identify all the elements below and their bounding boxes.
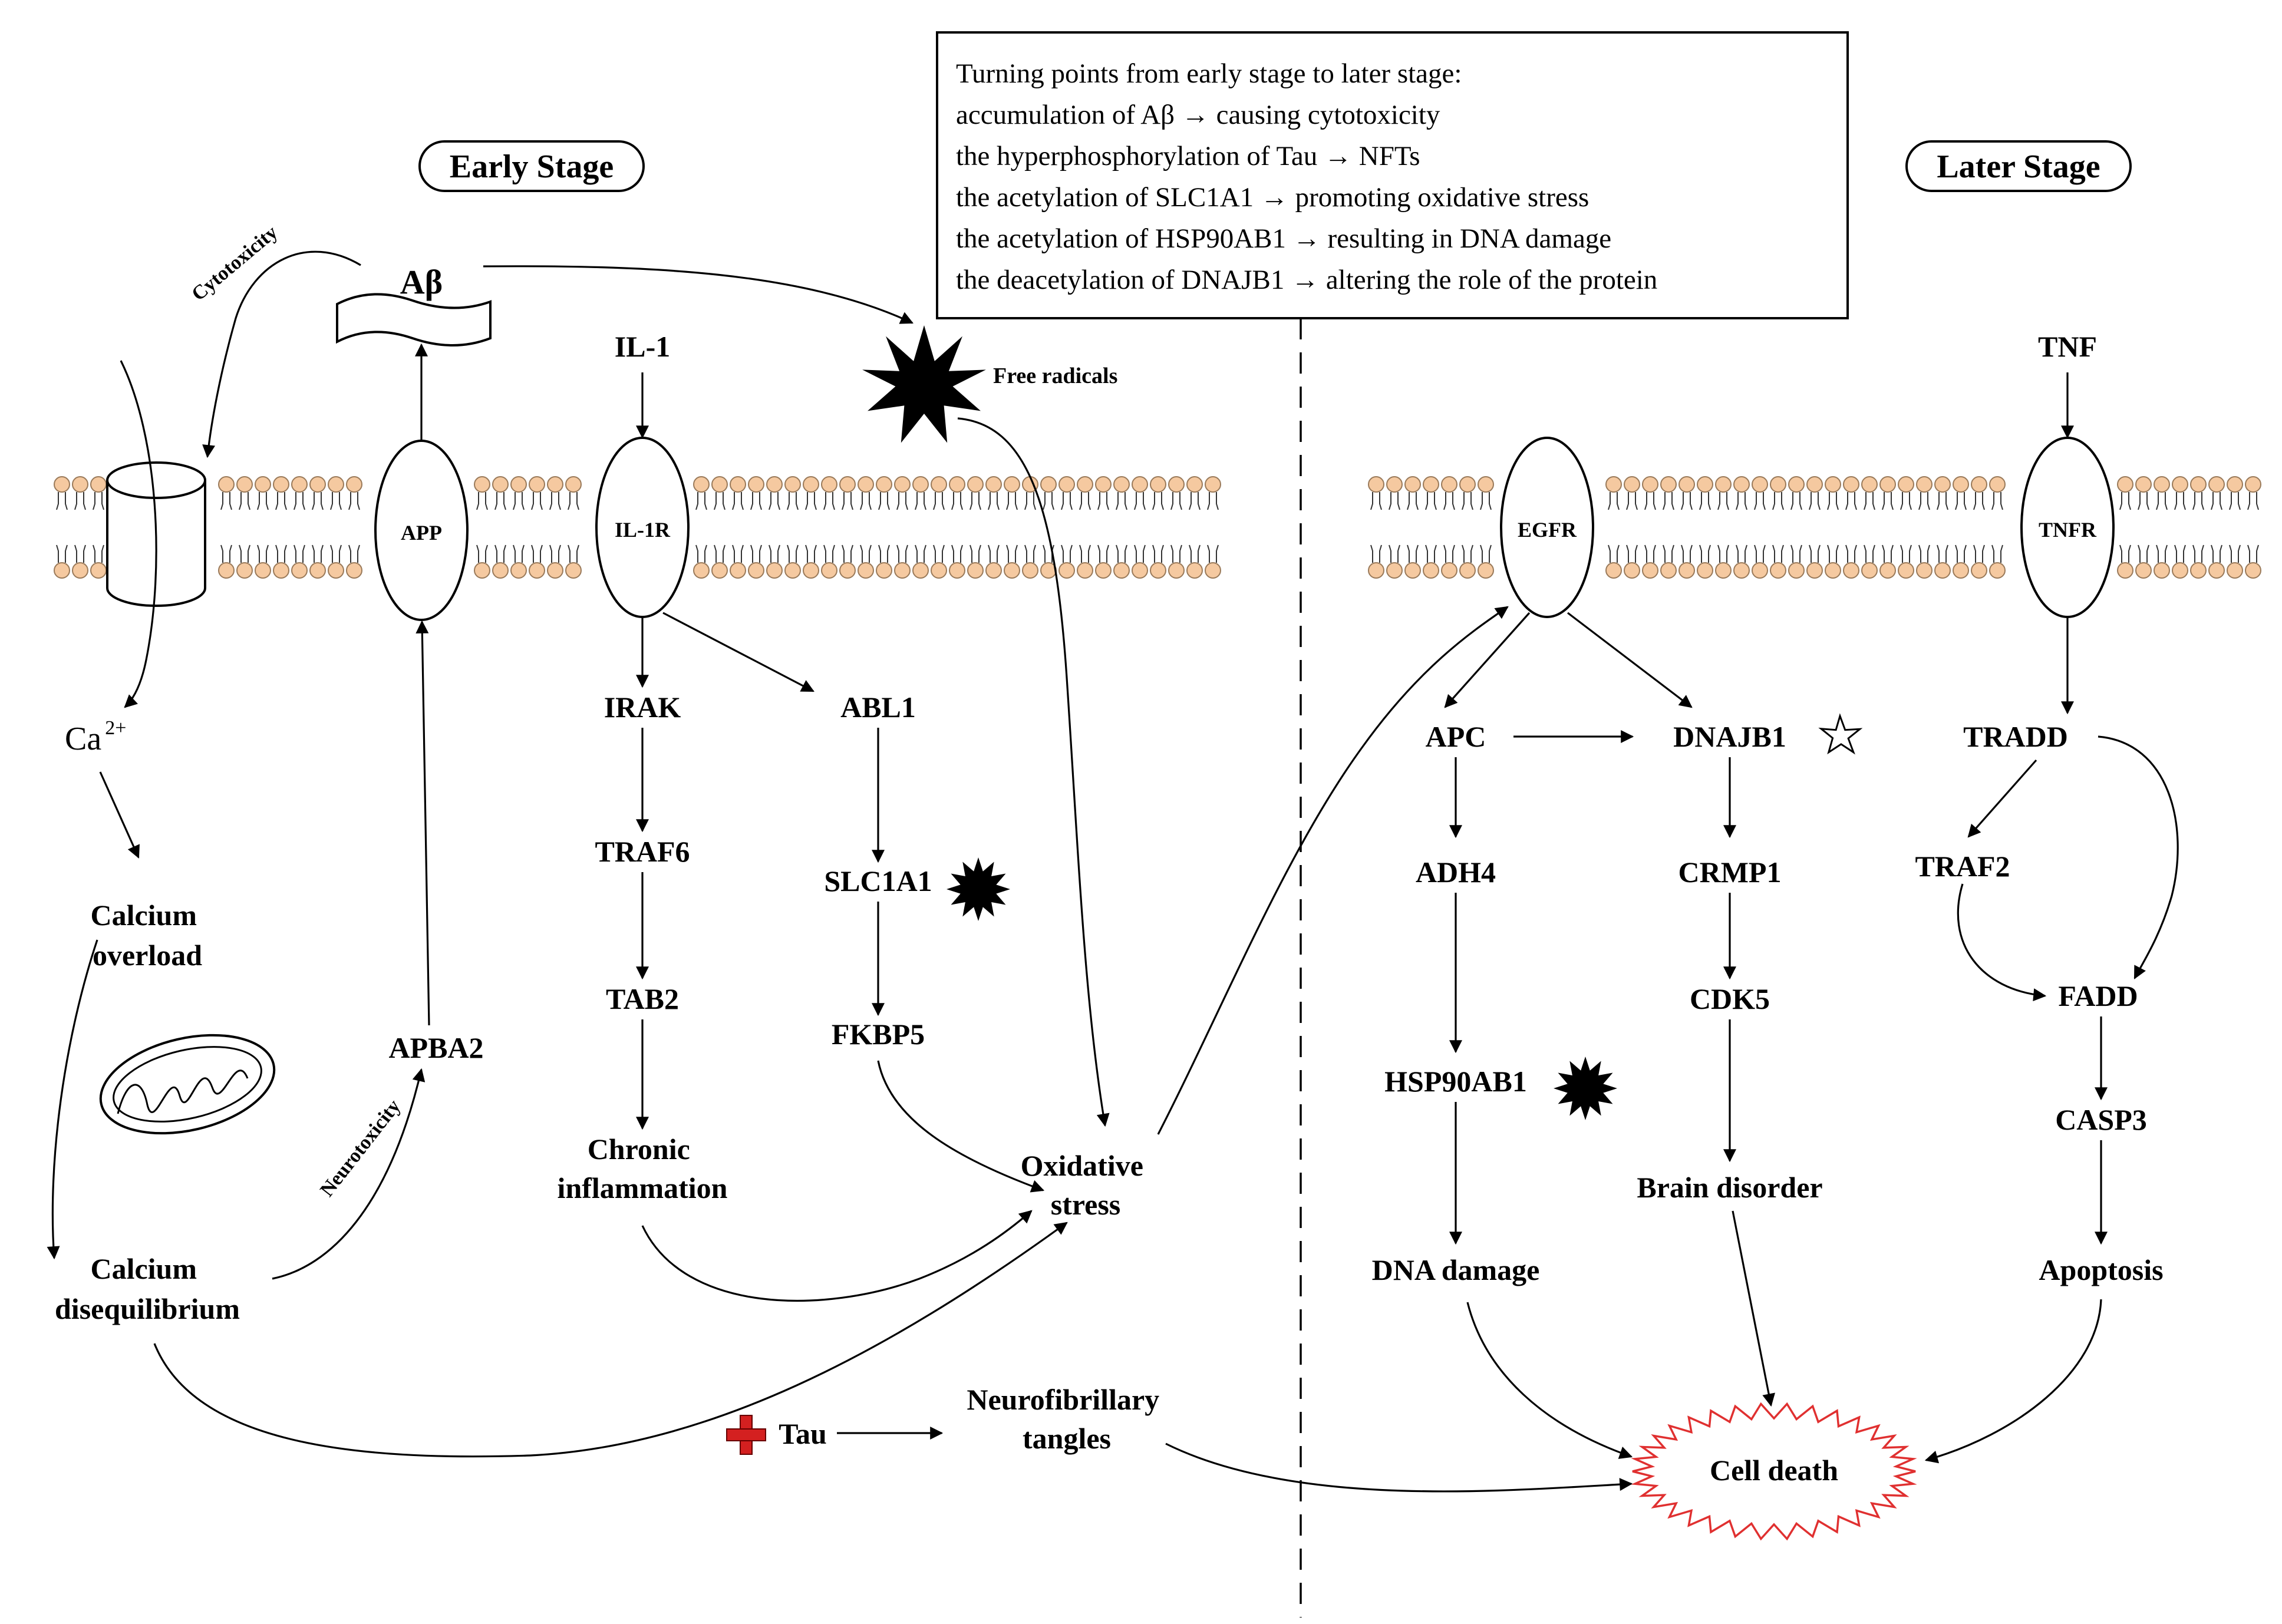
il1r-label: IL-1R — [615, 518, 671, 542]
apba2-node: APBA2 — [388, 1031, 483, 1064]
fkbp5-node: FKBP5 — [832, 1018, 925, 1051]
arrow-apoptosis-to-cell-death — [1924, 1299, 2102, 1464]
turning-point-tau: the hyperphosphorylation of Tau → NFTs — [956, 141, 1420, 171]
tau-node: Tau — [779, 1417, 827, 1450]
arrow-calcium-to-overload — [99, 771, 140, 859]
turning-points-box: Turning points from early stage to later… — [936, 31, 1849, 319]
dna-damage-node: DNA damage — [1372, 1253, 1540, 1286]
slc1a1-node: SLC1A1 — [824, 864, 932, 897]
arrow-disequilibrium-to-oxidative-stress — [153, 1222, 1068, 1458]
arrows — [47, 250, 2179, 1493]
turning-point-hsp90ab1: the acetylation of HSP90AB1 → resulting … — [956, 223, 1611, 254]
abeta-flag-icon — [336, 293, 492, 346]
neurotoxicity-label: Neurotoxicity — [316, 1095, 405, 1201]
arrow-egfr-to-apc — [1444, 612, 1531, 708]
arrow-fkbp5-to-oxidative-stress — [877, 1060, 1045, 1193]
arrow-apba2-to-app — [415, 620, 430, 1026]
app-receptor: APP — [374, 440, 469, 621]
cell-death-burst-icon — [1631, 1402, 1917, 1541]
hsp90ab1-node: HSP90AB1 — [1384, 1065, 1527, 1098]
cdk5-node: CDK5 — [1690, 982, 1770, 1015]
dnajb1-node: DNAJB1 — [1673, 720, 1786, 753]
il1r-receptor: IL-1R — [595, 437, 690, 618]
tnfr-receptor: TNFR — [2020, 437, 2115, 618]
arrow-nft-to-cell-death — [1165, 1443, 1633, 1493]
turning-point-slc1a1: the acetylation of SLC1A1 → promoting ox… — [956, 182, 1589, 213]
turning-points-title: Turning points from early stage to later… — [956, 58, 1462, 89]
arrow-traf2-to-fadd — [1957, 883, 2047, 1002]
tnf-label: TNF — [2038, 330, 2097, 363]
chronic-inflammation-node: Chronic inflammation — [558, 1133, 728, 1204]
arrow-oxidative-stress-to-egfr — [1157, 606, 1509, 1135]
arrow-overload-to-disequilibrium — [47, 939, 98, 1260]
oxidative-stress-node: Oxidative stress — [1021, 1149, 1151, 1221]
cytotoxicity-label: Cytotoxicity — [187, 222, 282, 305]
arrow-disequilibrium-to-apba2 — [272, 1068, 426, 1280]
cell-membrane-right — [1368, 476, 2261, 579]
apoptosis-node: Apoptosis — [2039, 1253, 2163, 1286]
egfr-receptor: EGFR — [1500, 437, 1594, 618]
il1-label: IL-1 — [615, 330, 670, 363]
tnfr-label: TNFR — [2039, 518, 2097, 542]
neurofibrillary-tangles-node: Neurofibrillary tangles — [967, 1383, 1166, 1455]
free-radicals-label: Free radicals — [993, 364, 1117, 388]
tradd-node: TRADD — [1963, 720, 2068, 753]
mitochondrion-icon — [99, 1034, 276, 1135]
traf2-node: TRAF2 — [1915, 850, 2010, 883]
abl1-node: ABL1 — [840, 691, 916, 724]
crmp1-node: CRMP1 — [1678, 856, 1782, 889]
arrow-abeta-to-free-radicals — [483, 265, 914, 324]
casp3-node: CASP3 — [2055, 1103, 2147, 1136]
arrow-tradd-to-traf2 — [1967, 759, 2037, 838]
arrow-chronic-inflammation-to-oxidative-stress — [641, 1210, 1033, 1302]
early-stage-badge: Early Stage — [418, 140, 645, 192]
free-radicals-star-icon — [862, 325, 986, 443]
arrow-dna-damage-to-cell-death — [1466, 1302, 1633, 1459]
tab2-node: TAB2 — [606, 982, 679, 1015]
egfr-label: EGFR — [1518, 518, 1577, 542]
plus-sign-icon — [726, 1415, 766, 1455]
cell-membrane-left — [54, 476, 1221, 579]
arrow-tradd-to-fadd — [2098, 735, 2179, 979]
arrow-free-radicals-to-oxidative-stress — [957, 417, 1110, 1127]
cell-death-node: Cell death — [1710, 1454, 1838, 1487]
brain-disorder-node: Brain disorder — [1637, 1171, 1822, 1204]
turning-point-abeta: accumulation of Aβ → causing cytotoxicit… — [956, 100, 1440, 130]
calcium-disequilibrium-node: Calcium disequilibrium — [55, 1252, 240, 1325]
arrow-brain-disorder-to-cell-death — [1732, 1210, 1775, 1407]
later-stage-label: Later Stage — [1937, 148, 2100, 185]
calcium-overload-node: Calcium overload — [90, 899, 204, 972]
arrow-channel-to-calcium — [120, 360, 157, 708]
arrow-abeta-to-channel — [202, 250, 361, 458]
later-stage-badge: Later Stage — [1905, 140, 2132, 192]
arrow-egfr-to-dnajb1 — [1567, 612, 1693, 708]
early-stage-label: Early Stage — [450, 148, 614, 185]
app-label: APP — [401, 521, 442, 544]
arrow-il1r-to-abl1 — [662, 612, 814, 692]
fadd-node: FADD — [2058, 979, 2138, 1012]
turning-point-dnajb1: the deacetylation of DNAJB1 → altering t… — [956, 265, 1657, 295]
deacetylation-star-icon-dnajb1 — [1818, 713, 1863, 755]
apc-node: APC — [1426, 720, 1486, 753]
irak-node: IRAK — [604, 691, 681, 724]
acetylation-star-icon-slc1a1 — [947, 857, 1010, 921]
traf6-node: TRAF6 — [595, 835, 690, 868]
adh4-node: ADH4 — [1416, 856, 1496, 889]
abeta-label: Aβ — [400, 263, 443, 301]
acetylation-star-icon-hsp90ab1 — [1554, 1057, 1617, 1120]
